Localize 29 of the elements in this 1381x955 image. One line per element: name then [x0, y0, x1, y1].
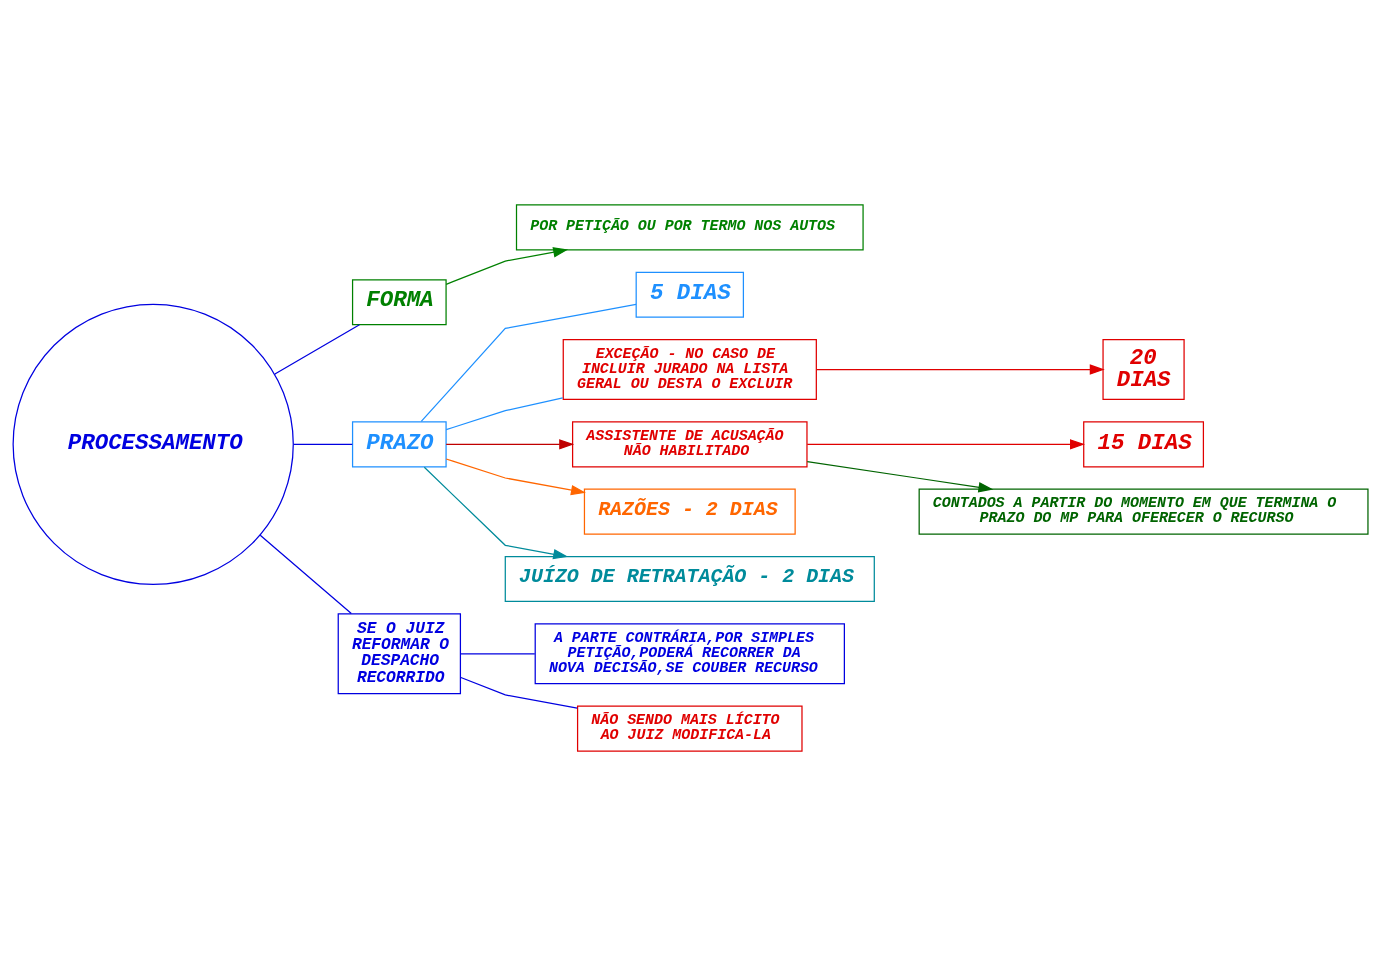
connector: [259, 534, 352, 614]
arrow: [806, 438, 1085, 450]
node-box: NÃO SENDO MAIS LÍCITO AO JUIZ MODIFICA-LA: [576, 705, 803, 752]
node-box: EXCEÇÃO - NO CASO DE INCLUIR JURADO NA LISTA GERAL OU DESTA O EXCLUIR: [562, 338, 817, 400]
node-box: RAZÕES - 2 DIAS: [583, 488, 796, 535]
arrow: [806, 460, 994, 492]
node-box: SE O JUIZ REFORMAR O DESPACHO RECORRIDO: [337, 612, 462, 694]
node-circle: PROCESSAMENTO: [12, 303, 294, 585]
arrow: [445, 246, 569, 285]
arrow: [445, 457, 586, 495]
node-box: 5 DIAS: [635, 271, 744, 318]
node-box: 15 DIAS: [1083, 420, 1205, 467]
node-box: A PARTE CONTRÁRIA,POR SIMPLES PETIÇÃO,PODERÁ RECORRER DA NOVA DECISÃO,SE COUBER RECURSO: [534, 622, 845, 684]
connector: [459, 652, 536, 654]
node-box: JUÍZO DE RETRATAÇÃO - 2 DIAS: [504, 555, 875, 602]
node-box: 20 DIAS: [1102, 338, 1185, 400]
arrow: [816, 363, 1105, 375]
arrow: [445, 438, 575, 450]
node-box: POR PETIÇÃO OU POR TERMO NOS AUTOS: [515, 203, 864, 250]
node-box: PRAZO: [351, 420, 447, 467]
node-box: CONTADOS A PARTIR DO MOMENTO EM QUE TERMINA O PRAZO DO MP PARA OFERECER O RECURSO: [918, 488, 1369, 535]
connector: [460, 676, 578, 709]
connector: [293, 443, 353, 445]
connector: [445, 396, 564, 430]
node-box: ASSISTENTE DE ACUSAÇÃO NÃO HABILITADO: [572, 420, 808, 467]
node-box: FORMA: [351, 278, 447, 325]
arrow: [423, 466, 569, 559]
connector: [420, 303, 637, 422]
connector: [274, 323, 361, 375]
